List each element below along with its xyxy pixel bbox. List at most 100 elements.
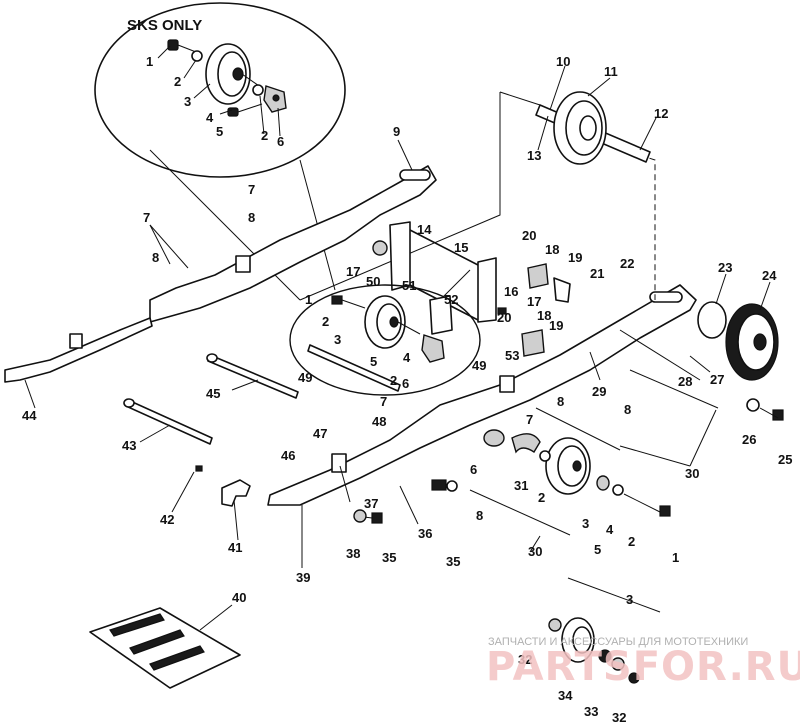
callout: 26 xyxy=(742,432,756,447)
rivet-42 xyxy=(195,465,203,472)
callout: 1 xyxy=(305,292,312,307)
middle-idler-bolt xyxy=(331,295,366,309)
callout: 43 xyxy=(122,438,136,453)
callout: 2 xyxy=(628,534,635,549)
slide-plate-40 xyxy=(89,607,241,689)
callout: 53 xyxy=(505,348,519,363)
callout: 12 xyxy=(654,106,668,121)
callout: 4 xyxy=(403,350,411,365)
pivot-6-31 xyxy=(483,429,541,454)
callout: 23 xyxy=(718,260,732,275)
callout: 19 xyxy=(568,250,582,265)
callout: 1 xyxy=(672,550,679,565)
callout: 8 xyxy=(152,250,159,265)
bumper-41 xyxy=(221,479,251,507)
callout: 5 xyxy=(594,542,601,557)
callout: 6 xyxy=(277,134,284,149)
bushing-17 xyxy=(372,240,388,256)
callout: 37 xyxy=(364,496,378,511)
bolt-25 xyxy=(759,407,784,421)
callout: 2 xyxy=(538,490,545,505)
washer-26 xyxy=(746,398,760,412)
callout: 6 xyxy=(402,376,409,391)
callout: 21 xyxy=(590,266,604,281)
inset-bolt-2 xyxy=(227,103,263,117)
middle-bracket xyxy=(421,334,445,363)
callout: 47 xyxy=(313,426,327,441)
rear-idler-wheel xyxy=(697,301,779,381)
callout: 22 xyxy=(620,256,634,271)
callout: 3 xyxy=(334,332,341,347)
callout: 18 xyxy=(537,308,551,323)
bolt-1 xyxy=(623,493,671,517)
callout: 39 xyxy=(296,570,310,585)
wheel-detail-3 xyxy=(548,617,640,684)
callout: 40 xyxy=(232,590,246,605)
callout: 38 xyxy=(346,546,360,561)
callout: 35 xyxy=(382,550,396,565)
callout: 46 xyxy=(281,448,295,463)
right-rail xyxy=(149,165,437,323)
callout: 17 xyxy=(527,294,541,309)
leader-lines xyxy=(24,45,771,631)
callouts: 1 2 3 4 5 2 6 7 8 7 8 9 10 11 12 13 14 1… xyxy=(22,54,792,725)
callout: 25 xyxy=(778,452,792,467)
middle-idler-inset-oval xyxy=(289,284,481,396)
callout: 49 xyxy=(472,358,486,373)
cross-shaft-49 xyxy=(307,344,401,392)
callout: 3 xyxy=(582,516,589,531)
inset-bolt xyxy=(167,39,197,53)
callout: 7 xyxy=(143,210,150,225)
long-bolts-30 xyxy=(469,369,719,536)
watermark: ЗАПЧАСТИ И АКСЕССУАРЫ ДЛЯ МОТОТЕХНИКИ PA… xyxy=(486,636,800,690)
callout: 49 xyxy=(298,370,312,385)
callout: 14 xyxy=(417,222,432,237)
callout: 5 xyxy=(370,354,377,369)
callout: 20 xyxy=(522,228,536,243)
callout: 29 xyxy=(592,384,606,399)
washer-2b xyxy=(612,484,624,496)
washer-2 xyxy=(539,450,551,462)
callout: 13 xyxy=(527,148,541,163)
callout: 10 xyxy=(556,54,570,69)
callout: 2 xyxy=(261,128,268,143)
callout: 20 xyxy=(497,310,511,325)
callout: 28 xyxy=(678,374,692,389)
callout: 15 xyxy=(454,240,468,255)
callout: 50 xyxy=(366,274,380,289)
callout: 19 xyxy=(549,318,563,333)
callout: 33 xyxy=(584,704,598,719)
callout: 8 xyxy=(476,508,483,523)
callout: 34 xyxy=(558,688,573,703)
lower-idler-wheel xyxy=(545,437,591,495)
callout: 16 xyxy=(504,284,518,299)
callout: 4 xyxy=(206,110,214,125)
sks-only-label: SKS ONLY xyxy=(127,17,202,34)
front-bracket xyxy=(389,221,497,323)
nut-38 xyxy=(353,509,367,523)
rear-axle-assembly xyxy=(535,91,651,165)
callout: 35 xyxy=(446,554,460,569)
callout: 3 xyxy=(184,94,191,109)
callout: 32 xyxy=(518,652,532,667)
callout: 8 xyxy=(557,394,564,409)
callout: 24 xyxy=(762,268,777,283)
callout: 2 xyxy=(174,74,181,89)
pivot-block-18 xyxy=(521,263,549,357)
callout: 2 xyxy=(390,373,397,388)
callout: 31 xyxy=(514,478,528,493)
callout: 3 xyxy=(626,592,633,607)
callout: 32 xyxy=(612,710,626,725)
callout: 41 xyxy=(228,540,242,555)
cross-shaft-43 xyxy=(123,398,213,445)
callout: 4 xyxy=(606,522,614,537)
callout: 42 xyxy=(160,512,174,527)
callout: 9 xyxy=(393,124,400,139)
callout: 8 xyxy=(248,210,255,225)
left-rail xyxy=(267,284,697,506)
inset-washer xyxy=(191,50,203,62)
callout: 18 xyxy=(545,242,559,257)
bolt-35b xyxy=(431,479,447,491)
spacer-4 xyxy=(596,475,610,491)
